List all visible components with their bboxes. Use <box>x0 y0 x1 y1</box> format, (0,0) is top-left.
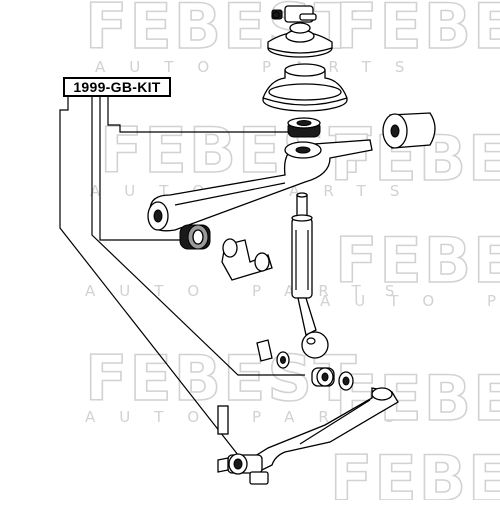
watermark-sub-row4: AUTO PARTS <box>85 408 418 426</box>
lower-shift-rod <box>251 387 399 471</box>
watermark-brand-top-right: FEBEST <box>335 0 500 63</box>
leader-bushing-top <box>107 95 288 133</box>
watermark-sub-row3-right: AUTO PARTS <box>320 292 500 310</box>
watermark-sub-row3: AUTO PARTS <box>85 282 418 300</box>
bushing-top <box>287 117 321 138</box>
bottom-fitting <box>217 405 269 485</box>
bushing-right <box>382 112 436 149</box>
top-washer <box>267 22 333 58</box>
part-number-label: 1999-GB-KIT <box>63 77 171 97</box>
leader-bushing-lower <box>91 95 305 376</box>
shift-lever-arm <box>147 139 373 232</box>
rubber-boot <box>262 63 348 112</box>
vertical-rod <box>291 192 329 359</box>
grommet-mid <box>179 224 211 250</box>
part-number-text: 1999-GB-KIT <box>73 79 161 95</box>
top-clamp <box>271 5 317 23</box>
leader-lines <box>59 95 305 461</box>
clip-bracket <box>221 238 273 281</box>
leader-bushing-bottom <box>59 95 243 461</box>
joint-bushings <box>311 367 354 391</box>
watermark-brand-row2-right: FEBEST <box>330 122 500 195</box>
watermark-sub-top-left: AUTO PARTS <box>95 58 428 76</box>
watermark-brand-row3-right: FEBEST <box>335 224 500 297</box>
small-clip <box>256 339 290 369</box>
watermark-brand-bottom-right: FEBEST <box>330 442 500 500</box>
leader-bushing-mid <box>99 95 180 241</box>
